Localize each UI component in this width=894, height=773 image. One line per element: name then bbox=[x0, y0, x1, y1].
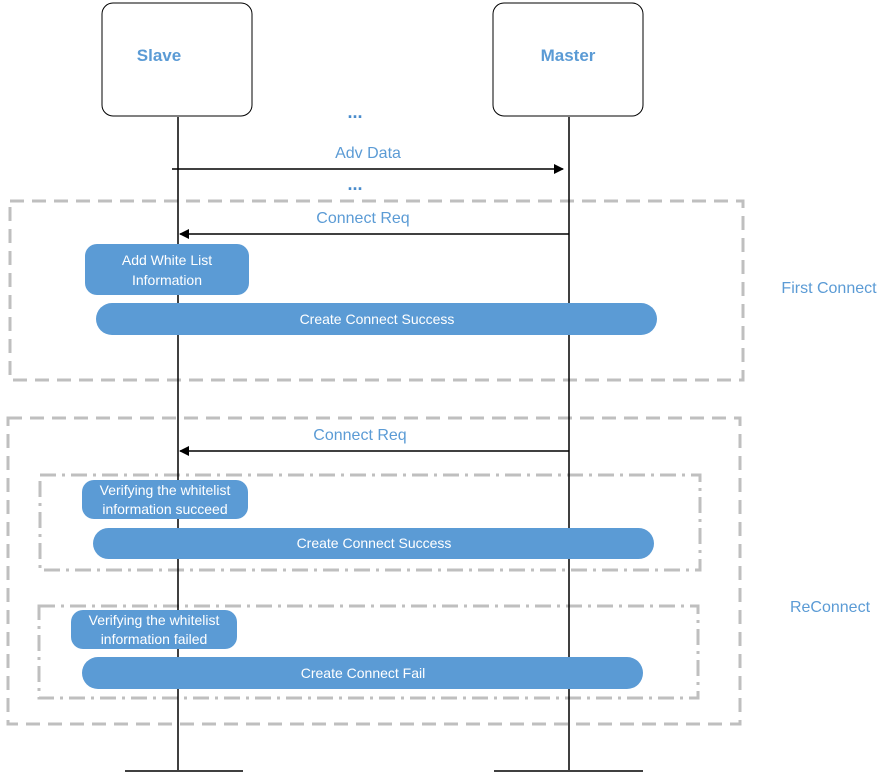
reconnect-fail-pill bbox=[82, 657, 643, 689]
reconnect-success-label: Create Connect Success bbox=[297, 535, 452, 551]
verify-fail-note: Verifying the whitelist information fail… bbox=[71, 610, 237, 649]
add-whitelist-pill bbox=[85, 244, 249, 295]
verify-success-line2: information succeed bbox=[102, 501, 227, 517]
first-connect-frame bbox=[8, 199, 745, 382]
verify-success-pill bbox=[82, 480, 248, 519]
reconnect-frame bbox=[6, 416, 742, 726]
slave-label: Slave bbox=[137, 46, 181, 65]
slave-actor: Slave bbox=[101, 2, 253, 117]
ellipsis-top: ... bbox=[347, 102, 362, 122]
connect-req-first-label: Connect Req bbox=[316, 210, 409, 227]
verify-fail-frame bbox=[37, 604, 700, 700]
verify-fail-line2: information failed bbox=[101, 631, 208, 647]
master-label: Master bbox=[541, 46, 596, 65]
reconnect-fail-label: Create Connect Fail bbox=[301, 665, 426, 681]
add-whitelist-note: Add White List Information bbox=[85, 244, 249, 295]
reconnect-fail: Create Connect Fail bbox=[82, 657, 643, 689]
reconnect-success-pill bbox=[93, 528, 654, 559]
master-box bbox=[492, 2, 644, 117]
reconnect-success: Create Connect Success bbox=[93, 528, 654, 559]
verify-success-frame bbox=[38, 473, 702, 572]
adv-data-label: Adv Data bbox=[335, 145, 401, 162]
ellipsis-bottom: ... bbox=[347, 174, 362, 194]
verify-success-note: Verifying the whitelist information succ… bbox=[82, 480, 248, 519]
add-whitelist-line2: Information bbox=[132, 272, 202, 288]
first-connect-success-label: Create Connect Success bbox=[300, 311, 455, 327]
verify-fail-line1: Verifying the whitelist bbox=[89, 612, 220, 628]
first-connect-group-label: First Connect bbox=[781, 280, 877, 297]
first-connect-success: Create Connect Success bbox=[96, 303, 657, 335]
master-actor: Master bbox=[492, 2, 644, 117]
verify-fail-pill bbox=[71, 610, 237, 649]
verify-success-line1: Verifying the whitelist bbox=[100, 482, 231, 498]
add-whitelist-line1: Add White List bbox=[122, 252, 212, 268]
connect-req-reconnect-label: Connect Req bbox=[313, 427, 406, 444]
first-connect-success-pill bbox=[96, 303, 657, 335]
slave-box bbox=[101, 2, 253, 117]
reconnect-group-label: ReConnect bbox=[790, 599, 871, 616]
